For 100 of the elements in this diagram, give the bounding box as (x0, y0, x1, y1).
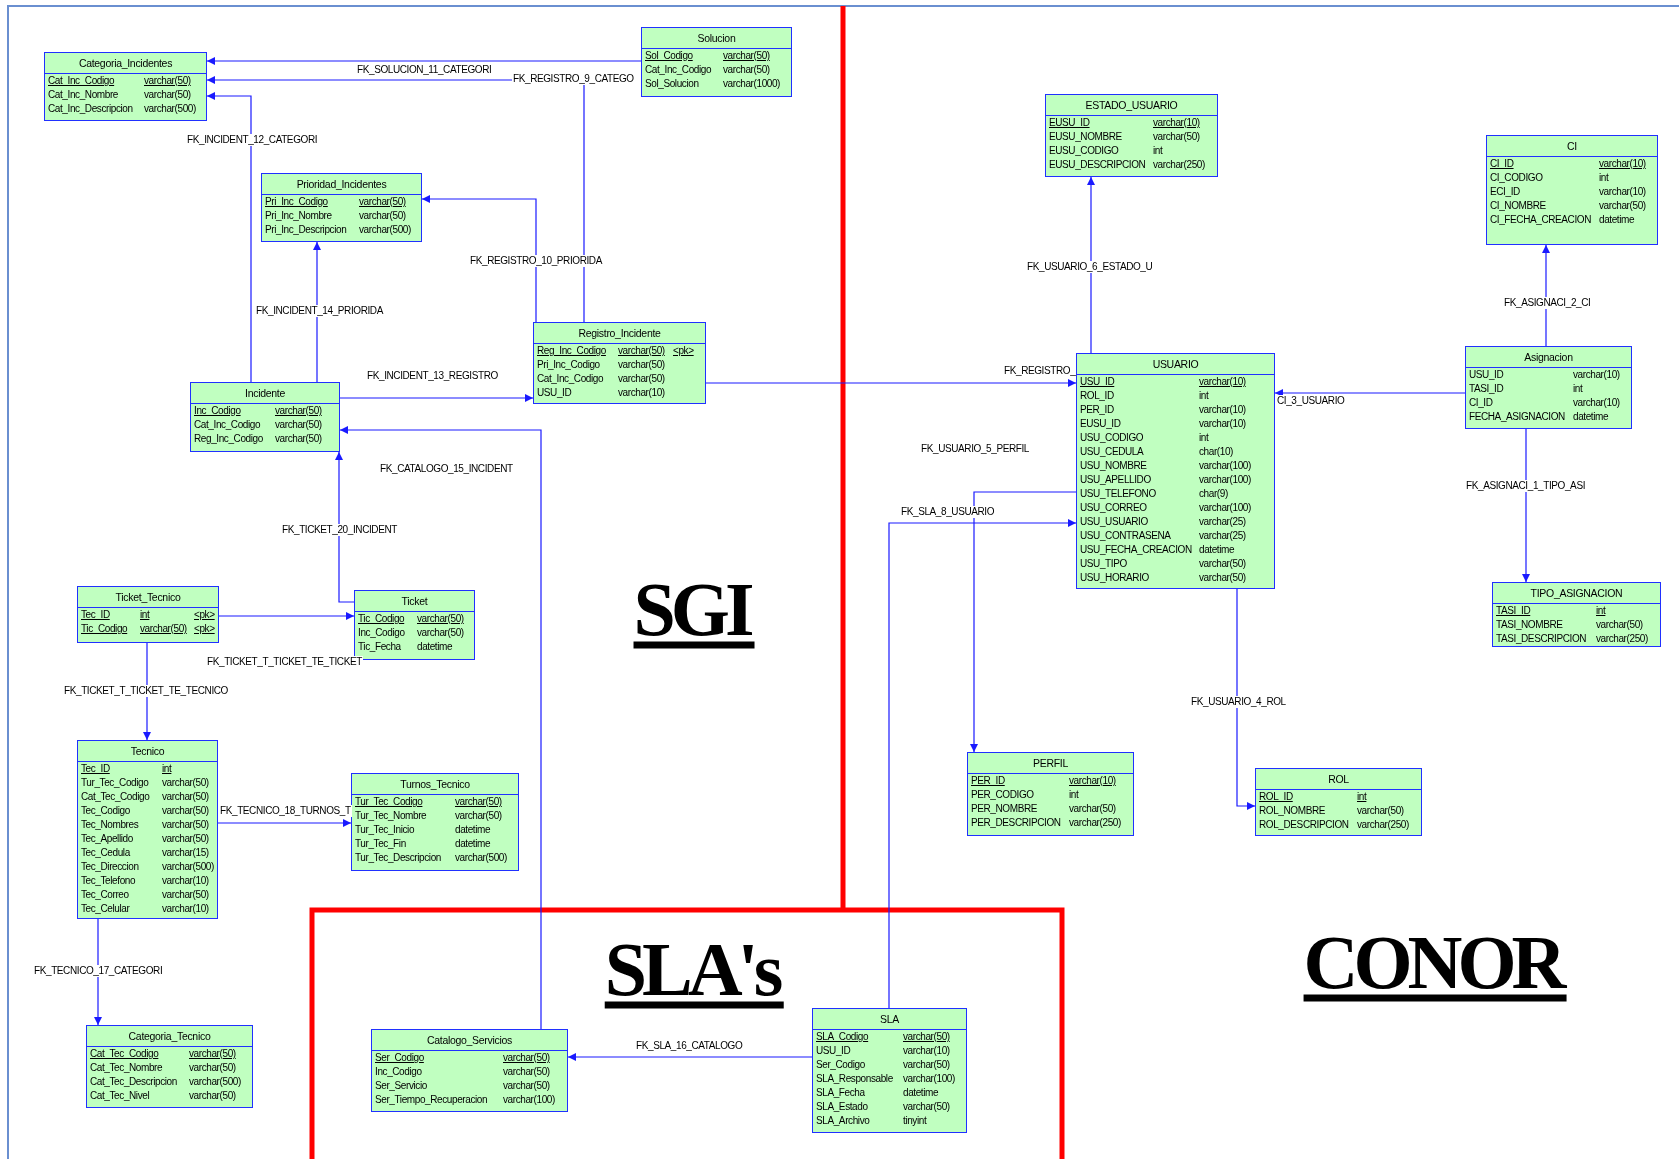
column-row-text: Cat_Tec_Nivel varchar(50) (90, 1089, 237, 1103)
column-row-text: USU_USUARIO varchar(25) (1080, 515, 1247, 529)
entity-table (190, 382, 340, 452)
column-row-text: Sol_Codigo varchar(50) (645, 49, 771, 63)
column-row-text: Sol_Solucion varchar(1000) (645, 77, 782, 91)
column-row-text: FECHA_ASIGNACION datetime (1469, 410, 1610, 424)
relationship-arrow (206, 92, 252, 383)
column-row-text: CI_NOMBRE varchar(50) (1490, 199, 1647, 213)
column-row-text: EUSU_ID varchar(10) (1080, 417, 1247, 431)
column-row-text: Ser_Servicio varchar(50) (375, 1079, 551, 1093)
edge-label: FK_REGISTRO_10_PRIORIDA (469, 255, 603, 267)
edge-label: FK_TICKET_20_INCIDENT (281, 524, 398, 536)
column-row-text: CI_FECHA_CREACION datetime (1490, 213, 1636, 227)
edge-label: FK_USUARIO_6_ESTADO_U (1026, 261, 1154, 273)
column-row-text: EUSU_CODIGO int (1049, 144, 1164, 158)
column-row-text: Tec_Correo varchar(50) (81, 888, 210, 902)
column-row-text: Tec_Apellido varchar(50) (81, 832, 210, 846)
column-row-text: CI_ID varchar(10) (1490, 157, 1647, 171)
column-row-text: SLA_Fecha datetime (816, 1086, 940, 1100)
relationship-arrow (421, 195, 537, 323)
entity-table (812, 1008, 967, 1133)
column-row-text: ROL_DESCRIPCION varchar(250) (1259, 818, 1410, 832)
column-row-text: Pri_Inc_Nombre varchar(50) (265, 209, 407, 223)
entity-table (77, 586, 219, 643)
column-row-text: EUSU_NOMBRE varchar(50) (1049, 130, 1201, 144)
column-row-text: PER_ID varchar(10) (971, 774, 1117, 788)
table-name: SLA (813, 1009, 966, 1030)
edge-label: FK_USUARIO_5_PERFIL (920, 443, 1030, 455)
column-row-text: USU_NOMBRE varchar(100) (1080, 459, 1252, 473)
edge-label: FK_TICKET_T_TICKET_TE_TECNICO (63, 685, 229, 697)
column-row-text: Pri_Inc_Codigo varchar(50) (537, 358, 666, 372)
column-row-text: Tec_ID int <pk> (81, 608, 216, 622)
column-row-text: USU_CONTRASENA varchar(25) (1080, 529, 1247, 543)
edge-label: FK_TECNICO_18_TURNOS_T (219, 805, 352, 817)
column-row-text: TASI_ID int (1496, 604, 1607, 618)
section-title: SGI (633, 575, 755, 649)
table-name: Incidente (191, 383, 339, 404)
table-name: PERFIL (968, 753, 1133, 774)
relationship-arrow (1522, 428, 1530, 583)
table-name: Ticket (355, 591, 474, 612)
relationship-arrow (567, 1053, 813, 1061)
column-row-text: PER_CODIGO int (971, 788, 1080, 802)
edge-label: CI_3_USUARIO (1276, 395, 1346, 407)
column-row-text: Tec_Codigo varchar(50) (81, 804, 210, 818)
table-name: TIPO_ASIGNACION (1493, 583, 1660, 604)
column-row-text: Tur_Tec_Descripcion varchar(500) (355, 851, 508, 865)
column-row-text: Tec_Nombres varchar(50) (81, 818, 210, 832)
column-row-text: Tur_Tec_Inicio datetime (355, 823, 492, 837)
edge-label: FK_TECNICO_17_CATEGORI (33, 965, 164, 977)
edge-label: FK_REGISTRO_ (1003, 365, 1077, 377)
column-row-text: Ser_Codigo varchar(50) (375, 1051, 551, 1065)
relationship-arrow (218, 612, 355, 620)
column-row-text: SLA_Archivo tinyint (816, 1114, 928, 1128)
relationship-arrow (705, 379, 1077, 387)
edge-label: FK_REGISTRO_9_CATEGO (512, 73, 635, 85)
column-row-text: EUSU_DESCRIPCION varchar(250) (1049, 158, 1206, 172)
column-row-text: Reg_Inc_Codigo varchar(50) (194, 432, 323, 446)
column-row-text: PER_NOMBRE varchar(50) (971, 802, 1117, 816)
column-row-text: ECI_ID varchar(10) (1490, 185, 1647, 199)
edge-label: FK_SLA_8_USUARIO (900, 506, 996, 518)
relationship-arrow (217, 819, 352, 827)
edge-label: FK_ASIGNACI_1_TIPO_ASI (1465, 480, 1587, 492)
relationship-arrow (970, 491, 1077, 753)
column-row-text: Inc_Codigo varchar(50) (194, 404, 323, 418)
table-name: Asignacion (1466, 347, 1631, 368)
column-row-text: Tic_Codigo varchar(50) <pk> (81, 622, 216, 636)
edge-label: FK_USUARIO_4_ROL (1190, 696, 1287, 708)
relationship-arrow (94, 918, 102, 1026)
column-row-text: Tur_Tec_Fin datetime (355, 837, 492, 851)
column-row-text: Cat_Tec_Nombre varchar(50) (90, 1061, 237, 1075)
column-row-text: USU_TELEFONO char(9) (1080, 487, 1229, 501)
edge-label: FK_INCIDENT_12_CATEGORI (186, 134, 319, 146)
column-row-text: USU_CEDULA char(10) (1080, 445, 1235, 459)
relationship-arrow (1087, 176, 1095, 354)
column-row-text: Tur_Tec_Codigo varchar(50) (81, 776, 210, 790)
column-row-text: CI_CODIGO int (1490, 171, 1610, 185)
column-row-text: Tec_Celular varchar(10) (81, 902, 210, 916)
column-row-text: Cat_Inc_Codigo varchar(50) (48, 74, 192, 88)
entity-table (641, 27, 792, 97)
entity-table (1045, 94, 1218, 177)
entity-table (1465, 346, 1632, 429)
table-name: Ticket_Tecnico (78, 587, 218, 608)
column-row-text: Cat_Inc_Nombre varchar(50) (48, 88, 192, 102)
column-row-text: Cat_Tec_Codigo varchar(50) (90, 1047, 237, 1061)
column-row-text: SLA_Codigo varchar(50) (816, 1030, 951, 1044)
section-title: CONOR (1303, 928, 1567, 1002)
column-row-text: TASI_DESCRIPCION varchar(250) (1496, 632, 1649, 646)
relationship-arrow (888, 519, 1077, 1009)
column-row-text: Ser_Tiempo_Recuperacion varchar(100) (375, 1093, 556, 1107)
entity-table (261, 173, 422, 242)
column-row-text: Cat_Inc_Descripcion varchar(500) (48, 102, 197, 116)
column-row-text: Tec_Direccion varchar(500) (81, 860, 215, 874)
column-row-text: Pri_Inc_Codigo varchar(50) (265, 195, 407, 209)
table-name: Categoria_Incidentes (45, 53, 206, 74)
entity-table (967, 752, 1134, 836)
entity-table (1492, 582, 1661, 647)
column-row-text: Tec_Cedula varchar(15) (81, 846, 210, 860)
column-row-text: Tic_Codigo varchar(50) (358, 612, 465, 626)
column-row-text: USU_ID varchar(10) (816, 1044, 951, 1058)
relationship-arrow (313, 241, 321, 383)
